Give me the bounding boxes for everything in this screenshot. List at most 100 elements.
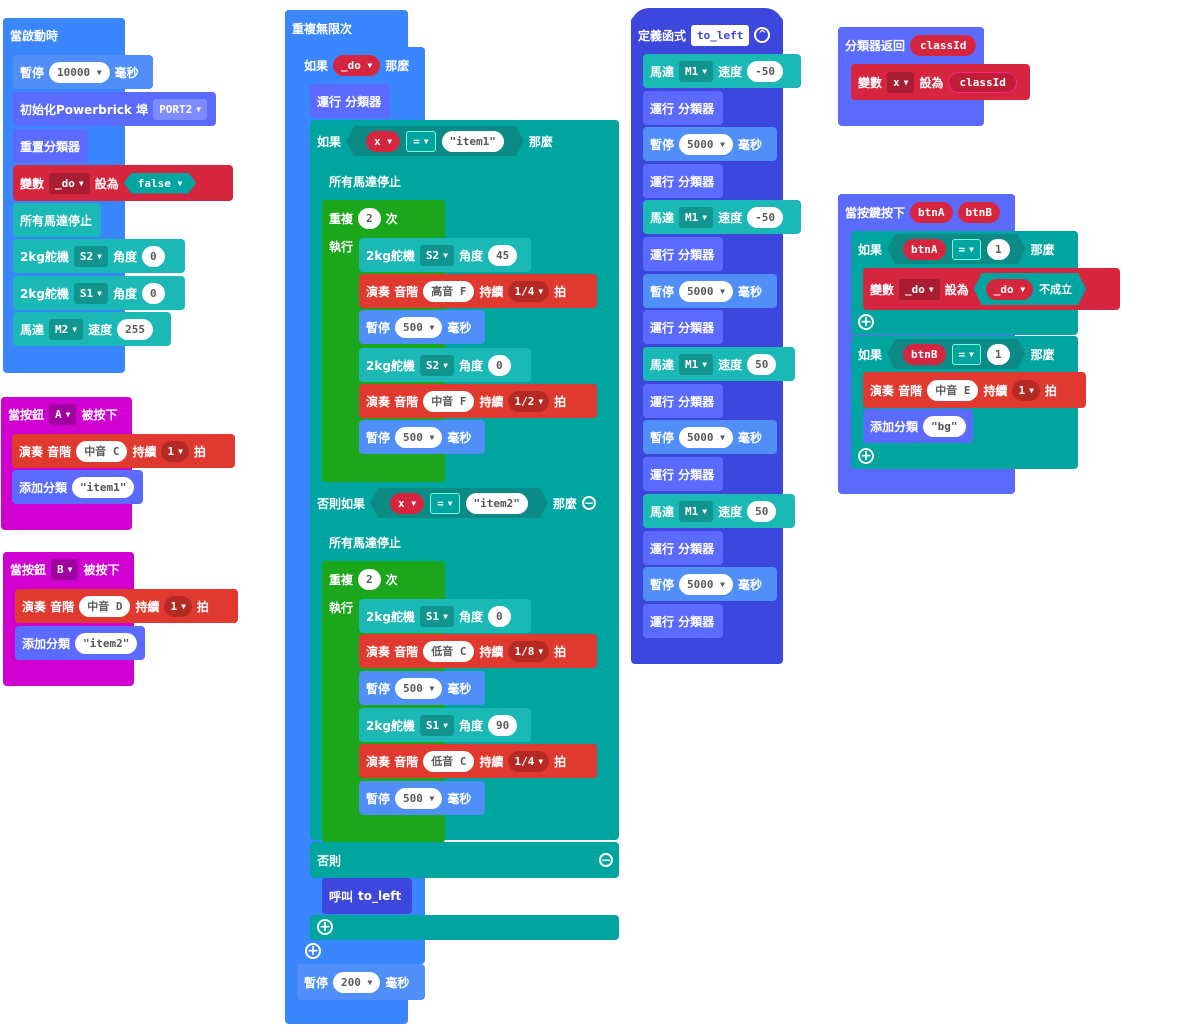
servo-port-dropdown[interactable]: S2▼ [73,245,108,267]
repeat-block-1[interactable]: 重複 2 次 [322,200,445,236]
note-picker[interactable]: 低音 C [423,750,475,772]
pause-value-dropdown[interactable]: 5000 ▼ [679,133,733,155]
pause-block[interactable]: 暫停 500 ▼ 毫秒 [359,310,485,344]
motor-m1-block[interactable]: 馬達 M1▼ 速度 -50 [643,54,801,88]
add-branch-icon[interactable]: + [305,943,321,959]
run-classifier-block[interactable]: 運行 分類器 [643,91,723,125]
play-tone-block[interactable]: 演奏 音階 中音 D 持續 1▼ 拍 [15,589,238,623]
item2-string[interactable]: "item2" [466,493,528,514]
stop-motors-block[interactable]: 所有馬達停止 [322,525,408,559]
note-picker[interactable]: 中音 F [423,390,475,412]
pause-value-dropdown[interactable]: 10000 ▼ [49,61,110,83]
value-input[interactable]: 1 [987,239,1010,260]
motor-dropdown[interactable]: M2▼ [49,318,84,340]
angle-input[interactable]: 0 [488,354,511,376]
add-class-block[interactable]: 添加分類 "item1" [12,470,143,504]
compare-expression[interactable]: x ▼ =▼ "item1" [346,126,524,156]
motor-dropdown[interactable]: M1▼ [679,206,714,228]
angle-input[interactable]: 0 [142,282,165,304]
set-x-block[interactable]: 變數 x▼ 設為 classId [851,64,1030,100]
run-classifier-block[interactable]: 運行 分類器 [643,531,723,565]
speed-input[interactable]: 255 [117,318,153,340]
else-block[interactable]: 否則 − [310,842,619,878]
collapse-icon[interactable]: ^ [754,27,771,43]
servo-port-dropdown[interactable]: S1▼ [419,605,454,627]
btnb-reporter[interactable]: btnB [903,344,946,365]
add-class-block[interactable]: 添加分類 "bg" [863,409,973,443]
repeat-count-input[interactable]: 2 [358,568,381,590]
compare-expression[interactable]: btnB =▼ 1 [887,339,1026,369]
motor-dropdown[interactable]: M1▼ [679,353,714,375]
reset-classifier-block[interactable]: 重置分類器 [13,129,88,163]
do-variable-reporter[interactable]: _do ▼ [333,54,381,76]
class-string-input[interactable]: "bg" [923,415,966,437]
pause-value-dropdown[interactable]: 5000 ▼ [679,426,733,448]
button-dropdown[interactable]: A▼ [49,403,77,425]
operator-dropdown[interactable]: =▼ [406,131,435,152]
pause-block[interactable]: 暫停 5000 ▼ 毫秒 [643,567,777,601]
motor-dropdown[interactable]: M1▼ [679,60,714,82]
classifier-return-hat[interactable]: 分類器返回 classId [838,27,984,63]
servo-s2-block[interactable]: 2kg舵機 S2▼ 角度 45 [359,238,531,272]
motor-m1-block[interactable]: 馬達 M1▼ 速度 50 [643,347,795,381]
else-if-item2-block[interactable]: 否則如果 x ▼ =▼ "item2" 那麼 − [310,482,619,524]
variable-dropdown[interactable]: x▼ [887,71,915,93]
angle-input[interactable]: 0 [142,245,165,267]
compare-expression[interactable]: x ▼ =▼ "item2" [370,488,548,518]
remove-branch-icon[interactable]: − [599,853,613,867]
init-powerbrick-block[interactable]: 初始化Powerbrick 埠 PORT2▼ [13,92,216,126]
beats-dropdown[interactable]: 1/8▼ [508,640,550,662]
button-b-hat[interactable]: 當按鈕 B▼ 被按下 [3,552,134,586]
if-btnb-block[interactable]: 如果 btnB =▼ 1 那麼 [851,336,1078,372]
servo-s1-block[interactable]: 2kg舵機 S1▼ 角度 0 [359,599,531,633]
angle-input[interactable]: 90 [488,714,518,736]
pause-block[interactable]: 暫停 200 ▼ 毫秒 [297,964,425,1000]
pause-value-dropdown[interactable]: 500 ▼ [395,677,443,699]
x-variable-reporter[interactable]: x ▼ [366,131,400,152]
pause-block[interactable]: 暫停 5000 ▼ 毫秒 [643,274,777,308]
variable-dropdown[interactable]: _do▼ [899,278,940,300]
motor-dropdown[interactable]: M1▼ [679,500,714,522]
operator-dropdown[interactable]: =▼ [952,344,981,365]
if-btna-block[interactable]: 如果 btnA =▼ 1 那麼 [851,231,1078,267]
pause-value-dropdown[interactable]: 5000 ▼ [679,573,733,595]
class-string-input[interactable]: "item1" [72,476,135,498]
pause-block[interactable]: 暫停 500 ▼ 毫秒 [359,671,485,705]
servo-port-dropdown[interactable]: S2▼ [419,244,454,266]
beats-dropdown[interactable]: 1▼ [1012,379,1040,401]
value-input[interactable]: 1 [987,344,1010,365]
note-picker[interactable]: 中音 D [79,595,131,617]
btna-reporter[interactable]: btnA [910,201,953,223]
pause-value-dropdown[interactable]: 200 ▼ [333,971,381,993]
if-item1-block[interactable]: 如果 x ▼ =▼ "item1" 那麼 [310,120,619,162]
servo-s1-block[interactable]: 2kg舵機 S1▼ 角度 90 [359,708,531,742]
operator-dropdown[interactable]: =▼ [430,493,459,514]
speed-input[interactable]: -50 [747,206,783,228]
beats-dropdown[interactable]: 1▼ [161,440,189,462]
function-name-input[interactable]: to_left [691,24,750,46]
add-class-block[interactable]: 添加分類 "item2" [15,626,145,660]
call-to-left-block[interactable]: 呼叫 to_left [322,878,412,914]
define-function-block[interactable]: 定義函式 to_left ^ [631,17,783,53]
add-branch-icon[interactable]: + [858,448,874,464]
angle-input[interactable]: 45 [488,244,518,266]
button-a-hat[interactable]: 當按鈕 A▼ 被按下 [1,397,132,431]
stop-motors-block[interactable]: 所有馬達停止 [322,164,408,198]
play-tone-block[interactable]: 演奏 音階 中音 C 持續 1▼ 拍 [12,434,235,468]
run-classifier-block[interactable]: 運行 分類器 [310,84,390,118]
speed-input[interactable]: -50 [747,60,783,82]
servo-s2-block[interactable]: 2kg舵機 S2▼ 角度 0 [359,348,531,382]
note-picker[interactable]: 中音 E [927,379,979,401]
pause-value-dropdown[interactable]: 500 ▼ [395,787,443,809]
set-do-not-block[interactable]: 變數 _do▼ 設為 _do ▼ 不成立 [863,268,1120,310]
add-branch-icon[interactable]: + [858,314,874,330]
motor-m1-block[interactable]: 馬達 M1▼ 速度 -50 [643,200,801,234]
servo-s2-block[interactable]: 2kg舵機 S2▼ 角度 0 [13,239,185,273]
forever-hat[interactable]: 重複無限次 [285,10,408,46]
servo-port-dropdown[interactable]: S2▼ [419,354,454,376]
add-branch-icon[interactable]: + [317,919,333,935]
note-picker[interactable]: 高音 F [423,280,475,302]
pause-block[interactable]: 暫停 5000 ▼ 毫秒 [643,420,777,454]
pause-value-dropdown[interactable]: 500 ▼ [395,316,443,338]
variable-dropdown[interactable]: _do▼ [49,172,90,194]
